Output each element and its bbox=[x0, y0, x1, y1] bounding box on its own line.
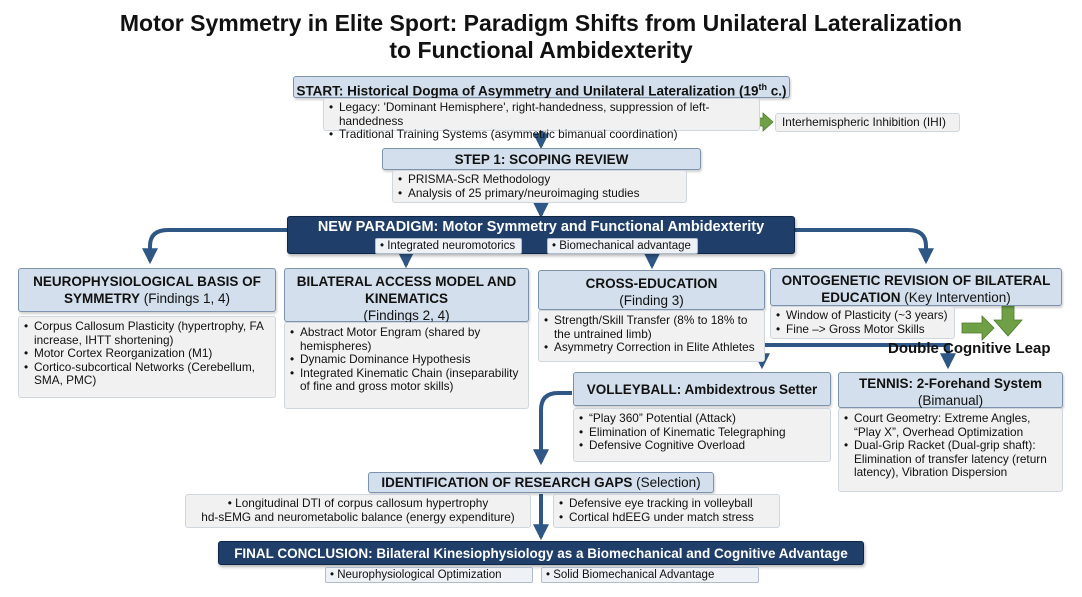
volleyball-header: VOLLEYBALL: Ambidextrous Setter bbox=[573, 372, 831, 406]
volleyball-item: “Play 360” Potential (Attack) bbox=[578, 411, 826, 426]
col2-heading-line1: BILATERAL ACCESS MODEL AND bbox=[296, 274, 517, 289]
arrow-green-leap-down bbox=[993, 305, 1023, 337]
col2-heading-findings: (Findings 2, 4) bbox=[363, 308, 450, 323]
col3-heading-line1: CROSS-EDUCATION bbox=[585, 276, 718, 291]
gaps-heading: IDENTIFICATION OF RESEARCH GAPS bbox=[381, 475, 633, 490]
col1-panel: Corpus Callosum Plasticity (hypertrophy,… bbox=[18, 316, 276, 398]
gaps-right-item: Cortical hdEEG under match stress bbox=[558, 510, 775, 525]
start-heading-tail: c.) bbox=[767, 83, 787, 99]
col2-header: BILATERAL ACCESS MODEL AND KINEMATICS (F… bbox=[284, 268, 529, 323]
start-heading-sup: th bbox=[758, 82, 768, 92]
col4-heading-line2: EDUCATION bbox=[821, 290, 901, 305]
paradigm-header: NEW PARADIGM: Motor Symmetry and Functio… bbox=[287, 216, 795, 254]
paradigm-tag: • Integrated neuromotorics bbox=[375, 238, 523, 254]
col1-heading-findings: (Findings 1, 4) bbox=[139, 291, 231, 306]
col4-header: ONTOGENETIC REVISION OF BILATERAL EDUCAT… bbox=[770, 268, 1062, 306]
gaps-heading-selection: (Selection) bbox=[632, 475, 701, 490]
paradigm-tag-text: Biomechanical advantage bbox=[559, 240, 691, 252]
conclusion-tag: • Solid Biomechanical Advantage bbox=[541, 567, 759, 583]
gaps-left-item-text: Longitudinal DTI of corpus callosum hype… bbox=[235, 496, 489, 510]
conclusion-header: FINAL CONCLUSION: Bilateral Kinesiophysi… bbox=[218, 541, 864, 565]
col1-heading-line1: NEUROPHYSIOLOGICAL BASIS OF bbox=[33, 274, 261, 289]
start-item: Traditional Training Systems (asymmetric… bbox=[328, 128, 755, 142]
col3-heading-findings: (Finding 3) bbox=[619, 293, 684, 308]
col1-header: NEUROPHYSIOLOGICAL BASIS OF SYMMETRY (Fi… bbox=[18, 268, 276, 312]
col4-item: Fine –> Gross Motor Skills bbox=[775, 322, 950, 337]
tennis-panel: Court Geometry: Extreme Angles, “Play X”… bbox=[838, 408, 1063, 492]
start-item: Legacy: 'Dominant Hemisphere', right-han… bbox=[328, 100, 755, 128]
page-title-line1: Motor Symmetry in Elite Sport: Paradigm … bbox=[119, 10, 963, 36]
col4-panel: Window of Plasticity (~3 years) Fine –> … bbox=[770, 306, 955, 339]
gaps-header: IDENTIFICATION OF RESEARCH GAPS (Selecti… bbox=[368, 472, 714, 493]
arrow-paradigm-to-col4 bbox=[795, 228, 934, 265]
col1-item: Corpus Callosum Plasticity (hypertrophy,… bbox=[23, 319, 271, 347]
conclusion-tag-text: Solid Biomechanical Advantage bbox=[553, 569, 715, 581]
paradigm-tag: • Biomechanical advantage bbox=[547, 238, 698, 254]
col2-item: Integrated Kinematic Chain (inseparabili… bbox=[289, 366, 524, 394]
col2-panel: Abstract Motor Engram (shared by hemisph… bbox=[284, 322, 529, 409]
arrow-paradigm-to-col1 bbox=[142, 228, 287, 265]
col3-item: Strength/Skill Transfer (8% to 18% to th… bbox=[543, 313, 760, 341]
col2-heading-line2: KINEMATICS bbox=[365, 291, 448, 306]
col4-heading-line1: ONTOGENETIC REVISION OF BILATERAL bbox=[781, 273, 1051, 288]
volleyball-item: Defensive Cognitive Overload bbox=[578, 439, 826, 453]
volleyball-item: Elimination of Kinematic Telegraphing bbox=[578, 425, 826, 440]
tennis-header: TENNIS: 2-Forehand System (Bimanual) bbox=[838, 372, 1063, 408]
ihi-note: Interhemispheric Inhibition (IHI) bbox=[775, 113, 960, 132]
col4-item: Window of Plasticity (~3 years) bbox=[775, 308, 950, 323]
tennis-item: Dual-Grip Racket (Dual-grip shaft): Elim… bbox=[843, 438, 1058, 480]
gaps-left-item: hd-sEMG and neurometabolic balance (ener… bbox=[201, 509, 515, 524]
col3-panel: Strength/Skill Transfer (8% to 18% to th… bbox=[538, 310, 765, 362]
gaps-left-panel: • Longitudinal DTI of corpus callosum hy… bbox=[185, 494, 531, 528]
start-header: START: Historical Dogma of Asymmetry and… bbox=[293, 76, 790, 99]
start-heading-text: START: Historical Dogma of Asymmetry and… bbox=[296, 83, 759, 99]
paradigm-heading: NEW PARADIGM: Motor Symmetry and Functio… bbox=[317, 219, 765, 235]
tennis-heading: TENNIS: 2-Forehand System bbox=[858, 376, 1043, 391]
start-panel: Legacy: 'Dominant Hemisphere', right-han… bbox=[323, 98, 760, 141]
gaps-right-panel: Defensive eye tracking in volleyball Cor… bbox=[553, 494, 780, 528]
step1-item: Analysis of 25 primary/neuroimaging stud… bbox=[397, 186, 682, 201]
step1-item: PRISMA-ScR Methodology bbox=[397, 172, 682, 187]
step1-panel: PRISMA-ScR Methodology Analysis of 25 pr… bbox=[392, 170, 687, 203]
gaps-right-item: Defensive eye tracking in volleyball bbox=[558, 496, 775, 511]
col2-item: Dynamic Dominance Hypothesis bbox=[289, 353, 524, 367]
arrow-volleyball-to-gaps bbox=[533, 391, 572, 466]
arrow-green-leap-right bbox=[961, 315, 995, 341]
col1-heading-line2: SYMMETRY bbox=[63, 291, 140, 306]
tennis-item: Court Geometry: Extreme Angles, “Play X”… bbox=[843, 411, 1058, 439]
tennis-subheading: (Bimanual) bbox=[917, 393, 984, 408]
volleyball-panel: “Play 360” Potential (Attack) Eliminatio… bbox=[573, 408, 831, 462]
col1-item: Cortico-subcortical Networks (Cerebellum… bbox=[23, 360, 271, 388]
double-cognitive-leap-label: Double Cognitive Leap bbox=[888, 340, 1051, 357]
conclusion-tag: • Neurophysiological Optimization bbox=[325, 567, 533, 583]
col3-header: CROSS-EDUCATION (Finding 3) bbox=[538, 270, 765, 310]
col4-heading-findings: (Key Intervention) bbox=[900, 290, 1011, 305]
col2-item: Abstract Motor Engram (shared by hemisph… bbox=[289, 325, 524, 353]
paradigm-tag-text: Integrated neuromotorics bbox=[387, 240, 516, 252]
col3-item: Asymmetry Correction in Elite Athletes bbox=[543, 341, 760, 355]
page-title-line2: to Functional Ambidexterity bbox=[389, 37, 693, 63]
gaps-left-item: • Longitudinal DTI of corpus callosum hy… bbox=[227, 496, 489, 510]
step1-header: STEP 1: SCOPING REVIEW bbox=[382, 148, 701, 170]
col1-item: Motor Cortex Reorganization (M1) bbox=[23, 347, 271, 361]
conclusion-tag-text: Neurophysiological Optimization bbox=[337, 569, 502, 581]
